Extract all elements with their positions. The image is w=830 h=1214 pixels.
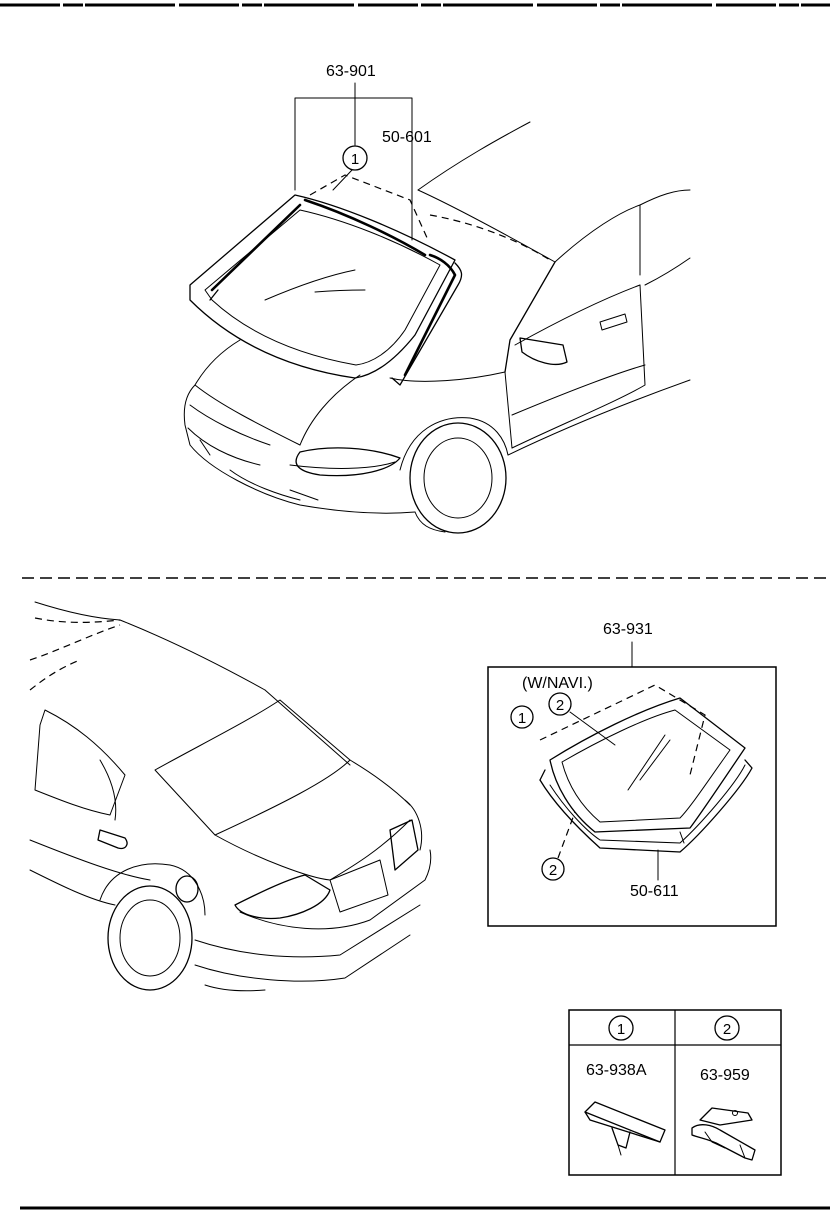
rear-glass — [539, 697, 753, 853]
front-assembly-leader — [294, 82, 413, 241]
rear-clip-region — [539, 684, 706, 776]
legend-callout-2: 2 — [714, 1015, 740, 1041]
svg-text:1: 1 — [518, 710, 526, 727]
legend-callout-1: 1 — [608, 1015, 634, 1041]
windshield-glass — [189, 194, 456, 379]
clip-icon — [584, 1101, 666, 1156]
front-assembly-label: 63-901 — [326, 63, 376, 80]
rear-variant-note: (W/NAVI.) — [522, 675, 593, 692]
bracket-clip-icon — [691, 1107, 756, 1161]
legend-part-number-2: 63-959 — [700, 1067, 750, 1084]
svg-text:2: 2 — [549, 862, 557, 879]
windshield-molding — [209, 198, 463, 386]
rear-callout-1: 1 — [510, 705, 534, 729]
rear-callout-2-bottom: 2 — [541, 811, 576, 881]
rear-assembly-label: 63-931 — [603, 621, 653, 638]
rear-molding-label: 50-611 — [630, 883, 679, 900]
clip-legend-table — [568, 1009, 782, 1176]
rear-callout-2-top: 2 — [548, 692, 616, 746]
front-callout-1: 1 — [332, 145, 368, 191]
legend-part-number-1: 63-938A — [586, 1062, 647, 1079]
front-vehicle-drawing — [183, 121, 691, 534]
svg-text:2: 2 — [556, 697, 564, 714]
front-molding-label: 50-601 — [382, 129, 432, 146]
svg-text:1: 1 — [617, 1021, 625, 1038]
svg-text:2: 2 — [723, 1021, 731, 1038]
svg-text:1: 1 — [351, 151, 359, 168]
rear-vehicle-drawing — [29, 601, 432, 992]
